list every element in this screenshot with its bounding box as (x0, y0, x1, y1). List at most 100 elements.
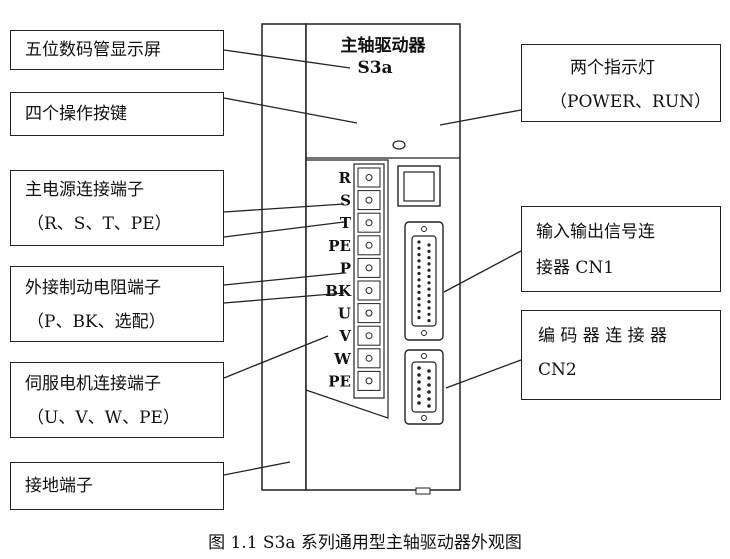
terminal-slot (357, 280, 381, 301)
terminal-label: W (333, 350, 352, 368)
callout-keys: 四个操作按键 (10, 92, 224, 136)
cn1-pin (417, 316, 421, 320)
cn1-pin (427, 256, 431, 260)
ground-screw (415, 487, 431, 495)
terminal-slot (357, 190, 381, 211)
cn2-inner (411, 361, 437, 413)
cn2-pin (417, 380, 421, 384)
cn1-pin (417, 271, 421, 276)
callout-main-power-line2: （R、S、T、PE） (27, 214, 172, 234)
terminal-label: V (338, 327, 351, 345)
side-panel (261, 23, 307, 491)
cn1-pin (427, 249, 431, 253)
terminal-slot (357, 348, 381, 369)
terminal-slot (357, 235, 381, 256)
cn1-pin (417, 240, 421, 244)
callout-ground: 接地端子 (10, 462, 224, 510)
cn2-pin (427, 390, 431, 394)
cn1-inner (411, 235, 437, 327)
terminal-label: P (340, 259, 351, 277)
terminal-slot (357, 325, 381, 346)
callout-indicators-line1: 两个指示灯 (570, 58, 655, 78)
leader-cn2 (445, 359, 522, 389)
cn1-pin (427, 268, 431, 272)
terminal-screw (365, 354, 373, 362)
callout-keys-text: 四个操作按键 (25, 104, 127, 124)
cn1-pin (417, 309, 421, 313)
callout-cn1-line1: 输入输出信号连 (536, 222, 655, 242)
cn1-pin (427, 287, 431, 291)
cn2-pin (427, 369, 431, 373)
cn1-pin (427, 319, 431, 323)
callout-display: 五位数码管显示屏 (10, 30, 224, 70)
figure-caption: 图 1.1 S3a 系列通用型主轴驱动器外观图 (208, 533, 522, 553)
leader-keys (223, 97, 358, 124)
terminal-label: PE (328, 372, 351, 390)
terminal-slot (357, 257, 381, 278)
callout-cn1-line2: 接器 CN1 (536, 258, 615, 278)
leader-brake-1 (223, 272, 345, 286)
terminal-slot (357, 167, 381, 188)
terminal-label: R (339, 169, 352, 187)
leader-main-power-2 (223, 221, 345, 238)
cn1-pin (427, 281, 431, 285)
callout-brake-line2: （P、BK、选配） (27, 312, 166, 332)
cn1-pin (417, 297, 421, 301)
cn1-pin (427, 262, 431, 266)
cn2-pin (417, 394, 421, 398)
callout-motor: 伺服电机连接端子 （U、V、W、PE） (10, 362, 224, 438)
terminal-label: U (338, 305, 351, 323)
leader-ground (223, 461, 291, 476)
leader-main-power-1 (223, 203, 345, 213)
terminal-label: S (340, 192, 351, 210)
callout-main-power: 主电源连接端子 （R、S、T、PE） (10, 170, 224, 246)
cn1-pin (427, 306, 431, 310)
cn1-pin (417, 259, 421, 263)
leader-brake-2 (223, 292, 345, 304)
callout-cn1: 输入输出信号连 接器 CN1 (521, 206, 721, 292)
callout-cn2-line1: 编 码 器 连 接 器 (538, 326, 668, 346)
callout-brake-line1: 外接制动电阻端子 (25, 278, 161, 298)
cn2-pin (427, 383, 431, 387)
terminal-screw (365, 219, 373, 227)
terminal-screw (365, 332, 373, 340)
callout-main-power-line1: 主电源连接端子 (25, 180, 144, 200)
terminal-screw (365, 174, 373, 181)
leader-motor (223, 335, 329, 379)
indicator-lens (392, 140, 406, 150)
cn1-pin (417, 265, 421, 269)
cn1-pin (417, 284, 421, 288)
cn2-pin (417, 366, 421, 370)
cn1-pin (417, 246, 421, 250)
terminal-cover (305, 159, 389, 419)
display-window-inner (403, 171, 435, 202)
terminal-slot (357, 212, 381, 233)
callout-cn2: 编 码 器 连 接 器 CN2 (521, 310, 721, 400)
terminal-screw (365, 287, 373, 294)
cn1-pin (417, 303, 421, 307)
callout-display-text: 五位数码管显示屏 (25, 40, 161, 60)
cn2-pin (417, 401, 421, 405)
cn1-pin (427, 274, 431, 279)
terminal-screw (365, 264, 373, 272)
cn1-pin (417, 290, 421, 294)
terminal-label: BK (325, 282, 352, 300)
cn1-pin (427, 312, 431, 316)
cn1-pin (417, 278, 421, 282)
terminal-screw (365, 309, 373, 317)
callout-motor-line1: 伺服电机连接端子 (25, 374, 161, 394)
terminal-screw (365, 241, 373, 249)
leader-cn1 (443, 250, 522, 293)
callout-ground-text: 接地端子 (25, 476, 93, 496)
terminal-slot (357, 370, 381, 391)
terminal-label: T (340, 214, 352, 232)
callout-motor-line2: （U、V、W、PE） (27, 408, 180, 428)
callout-cn2-line2: CN2 (538, 360, 577, 380)
callout-indicators-line2: （POWER、RUN） (550, 92, 712, 112)
callout-brake: 外接制动电阻端子 （P、BK、选配） (10, 266, 224, 342)
device-title: 主轴驱动器 (341, 35, 427, 56)
cn1-pin (427, 300, 431, 304)
callout-indicators: 两个指示灯 （POWER、RUN） (521, 44, 721, 122)
terminal-screw (365, 196, 373, 204)
